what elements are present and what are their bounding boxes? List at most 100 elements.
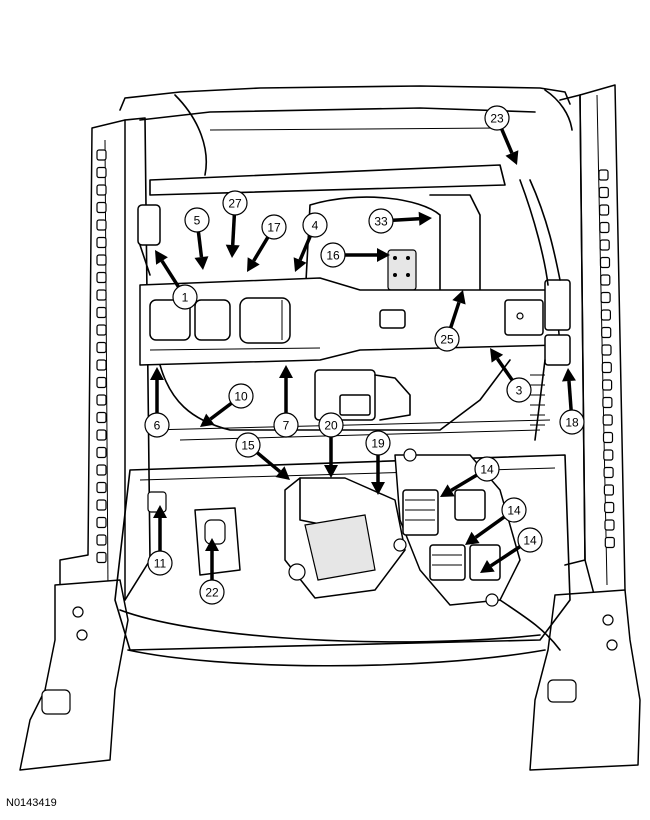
rail-slot	[96, 446, 107, 459]
callout-22: 22	[199, 579, 225, 605]
callout-number: 10	[234, 390, 248, 404]
rail-slot	[96, 341, 107, 354]
callout-1: 1	[172, 284, 198, 310]
callout-27: 27	[222, 190, 248, 216]
callout-circle	[318, 412, 344, 438]
lower-track-frame	[149, 359, 551, 441]
callout-arrow-shaft	[256, 451, 282, 474]
rail-slot	[96, 184, 107, 196]
callout-6: 6	[144, 412, 170, 438]
callout-number: 18	[565, 416, 579, 430]
callout-arrow-head	[452, 290, 466, 305]
callout-17: 17	[261, 214, 287, 240]
callout-arrow-shaft	[252, 236, 270, 262]
callout-circle	[235, 432, 261, 458]
rail-slot	[603, 449, 614, 461]
callout-circle	[484, 105, 510, 131]
seat-control-module	[284, 477, 407, 599]
rail-slot	[602, 414, 613, 426]
callout-circle	[273, 412, 299, 438]
rail-slot	[96, 254, 107, 266]
callout-arrows	[150, 128, 576, 580]
callout-number: 6	[154, 419, 161, 433]
callout-4: 4	[302, 212, 328, 238]
rail-slot	[96, 359, 107, 371]
callout-circle	[517, 527, 543, 553]
rail-slot	[599, 256, 611, 269]
callout-14: 14	[501, 497, 527, 523]
rail-slot	[598, 204, 610, 216]
callout-circle	[501, 497, 527, 523]
callout-arrow-head	[465, 531, 480, 545]
callout-10: 10	[228, 383, 254, 409]
callout-circle	[434, 326, 460, 352]
rail-slot	[604, 501, 615, 514]
callout-number: 14	[480, 463, 494, 477]
callout-3: 3	[506, 377, 532, 403]
rail-slot	[603, 484, 615, 496]
callout-18: 18	[559, 409, 585, 435]
right-side-rail	[559, 84, 626, 599]
callout-arrow-head	[150, 367, 164, 380]
callout-circle	[320, 242, 346, 268]
rail-slot	[96, 201, 107, 214]
callout-circle	[228, 383, 254, 409]
lumbar-plate	[304, 194, 481, 321]
rail-slot	[601, 361, 612, 374]
rail-slot	[96, 394, 107, 406]
rail-slot	[600, 309, 612, 321]
rail-slot	[600, 291, 611, 304]
callout-number: 33	[374, 215, 388, 229]
rail-slot	[96, 271, 107, 284]
rail-slot	[96, 411, 107, 424]
connector-module	[394, 448, 521, 607]
callout-circle	[365, 430, 391, 456]
right-front-leg	[529, 589, 641, 771]
callout-arrow-shaft	[489, 545, 521, 568]
callout-arrow-shaft	[474, 515, 506, 539]
callout-25: 25	[434, 326, 460, 352]
callout-14: 14	[517, 527, 543, 553]
left-front-leg	[19, 579, 129, 771]
callout-number: 3	[516, 384, 523, 398]
callout-arrow-head	[155, 250, 168, 265]
callout-arrow-shaft	[160, 260, 181, 288]
callout-number: 7	[283, 419, 290, 433]
callout-arrow-head	[247, 257, 260, 272]
callout-arrow-head	[418, 211, 432, 226]
rail-slot	[96, 551, 107, 564]
callout-arrow-head	[275, 466, 290, 480]
rail-slot	[601, 379, 613, 391]
callout-circle	[147, 550, 173, 576]
rail-slot	[599, 239, 610, 251]
callout-number: 17	[267, 221, 281, 235]
callout-arrow-head	[225, 244, 240, 258]
callout-number: 4	[312, 219, 319, 233]
callout-arrow-shaft	[567, 380, 573, 411]
callout-arrow-shaft	[209, 401, 233, 421]
callout-number: 22	[205, 586, 219, 600]
callout-arrow-shaft	[450, 473, 478, 492]
rail-slot	[96, 376, 107, 389]
callout-number: 1	[182, 291, 189, 305]
callout-23: 23	[484, 105, 510, 131]
rail-slot	[604, 536, 615, 549]
callout-arrow-head	[561, 368, 576, 382]
rail-slot	[96, 166, 107, 179]
callout-arrow-head	[505, 150, 519, 165]
callout-arrow-head	[490, 348, 504, 363]
callout-11: 11	[147, 550, 173, 576]
callout-circle	[368, 208, 394, 234]
callout-5: 5	[184, 207, 210, 233]
rail-slot	[598, 169, 609, 181]
callout-number: 23	[490, 112, 504, 126]
rail-slot	[96, 149, 107, 161]
callout-arrow-head	[194, 256, 209, 270]
callout-arrow-shaft	[500, 128, 514, 154]
callout-arrow-head	[324, 465, 338, 478]
callout-arrow-shaft	[392, 217, 420, 223]
figure-id: N0143419	[6, 797, 57, 809]
seat-back-frame	[119, 85, 573, 196]
callout-7: 7	[273, 412, 299, 438]
